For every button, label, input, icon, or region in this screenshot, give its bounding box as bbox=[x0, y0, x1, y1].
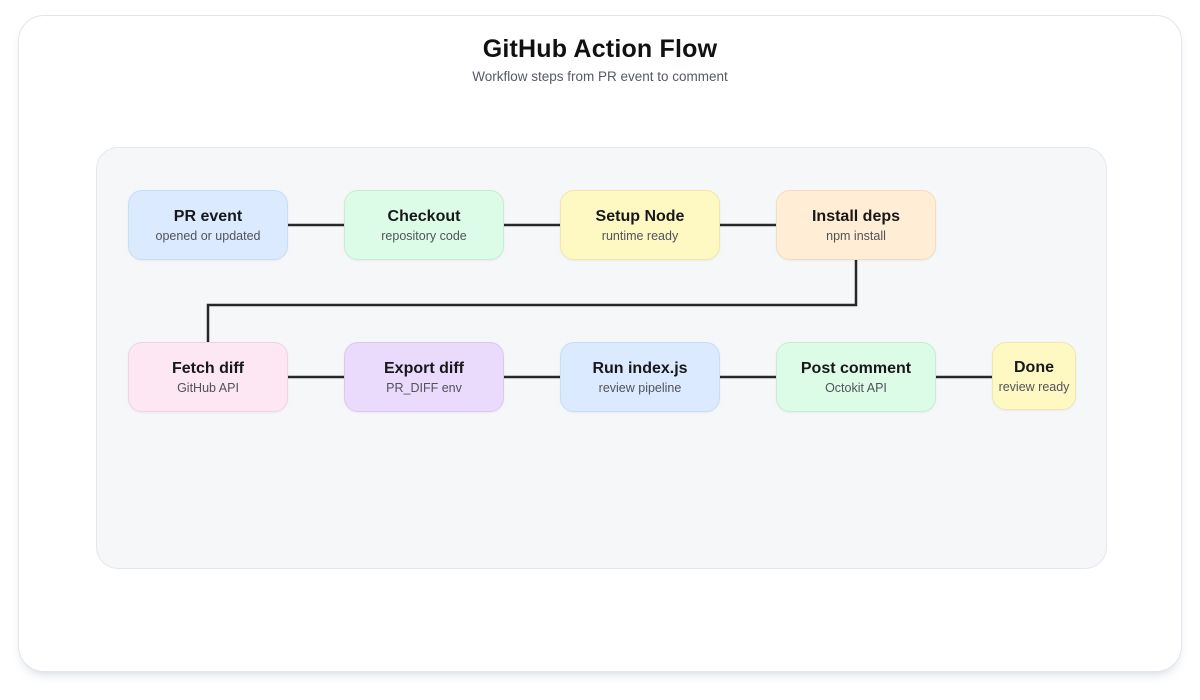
node-title: Fetch diff bbox=[172, 359, 244, 377]
node-install-deps: Install deps npm install bbox=[776, 190, 936, 260]
node-title: Run index.js bbox=[592, 359, 688, 377]
node-run-index-js: Run index.js review pipeline bbox=[560, 342, 720, 412]
page-subtitle: Workflow steps from PR event to comment bbox=[472, 69, 728, 84]
node-subtitle: runtime ready bbox=[601, 228, 679, 243]
node-title: Checkout bbox=[387, 207, 461, 225]
node-subtitle: npm install bbox=[826, 228, 886, 243]
node-post-comment: Post comment Octokit API bbox=[776, 342, 936, 412]
diagram-header: GitHub Action Flow Workflow steps from P… bbox=[19, 34, 1181, 86]
node-fetch-diff: Fetch diff GitHub API bbox=[128, 342, 288, 412]
node-title: Install deps bbox=[811, 207, 901, 225]
node-subtitle: opened or updated bbox=[155, 228, 261, 243]
node-checkout: Checkout repository code bbox=[344, 190, 504, 260]
node-setup-node: Setup Node runtime ready bbox=[560, 190, 720, 260]
node-title: Export diff bbox=[384, 359, 464, 377]
node-subtitle: review ready bbox=[998, 379, 1070, 394]
node-export-diff: Export diff PR_DIFF env bbox=[344, 342, 504, 412]
node-subtitle: repository code bbox=[381, 228, 467, 243]
diagram-card: GitHub Action Flow Workflow steps from P… bbox=[18, 15, 1182, 672]
node-pr-event: PR event opened or updated bbox=[128, 190, 288, 260]
page-title: GitHub Action Flow bbox=[482, 35, 718, 63]
node-title: PR event bbox=[173, 207, 243, 225]
node-done: Done review ready bbox=[992, 342, 1076, 410]
edge-install-deps-fetch-diff bbox=[206, 260, 858, 342]
node-title: Setup Node bbox=[595, 207, 685, 225]
node-subtitle: review pipeline bbox=[598, 380, 682, 395]
node-title: Post comment bbox=[800, 359, 912, 377]
node-subtitle: PR_DIFF env bbox=[386, 380, 462, 395]
node-subtitle: GitHub API bbox=[177, 380, 239, 395]
flow-panel: PR event opened or updated Checkout repo… bbox=[96, 147, 1107, 569]
node-title: Done bbox=[1014, 358, 1054, 376]
node-subtitle: Octokit API bbox=[825, 380, 887, 395]
